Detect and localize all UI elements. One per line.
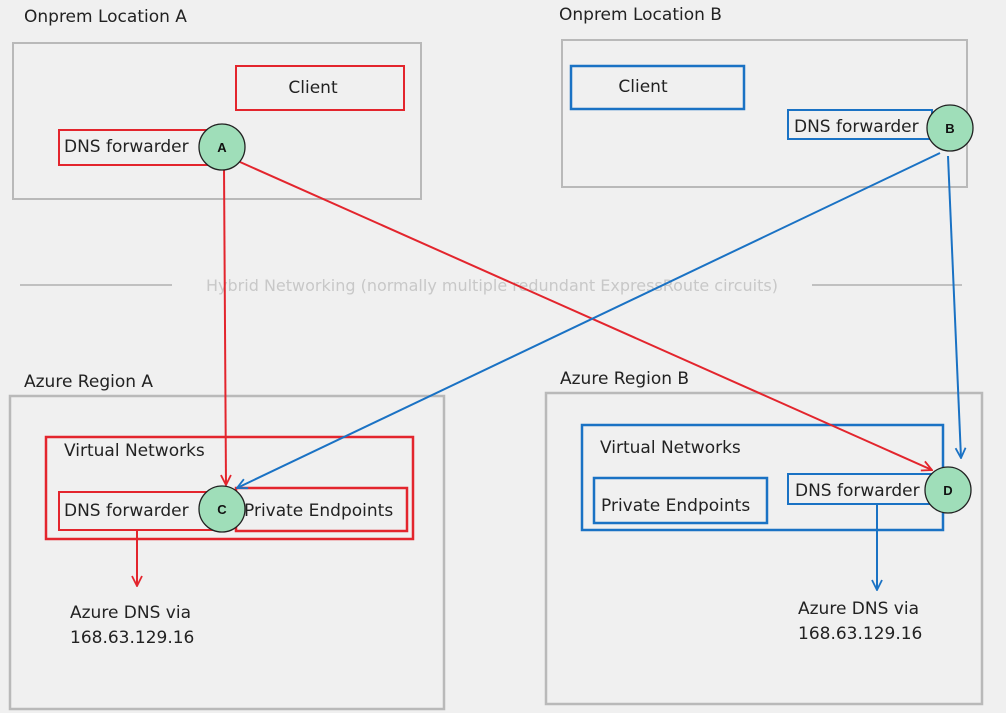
onprem-a-client-box (235, 65, 405, 111)
node-a: A (198, 123, 246, 171)
region-title-onprem-b: Onprem Location B (559, 5, 722, 25)
node-c: C (198, 485, 246, 533)
onprem-b-container (561, 39, 968, 188)
arrow-b-to-d (947, 155, 961, 458)
arrow-a-to-d (239, 161, 932, 470)
azure-b-private-endpoints-label: Private Endpoints (601, 496, 750, 516)
node-d-label: D (943, 483, 952, 498)
azure-a-azure-dns-line2: 168.63.129.16 (70, 628, 194, 648)
onprem-b-client-label: Client (618, 77, 668, 97)
azure-b-azure-dns-line1: Azure DNS via (798, 599, 919, 619)
azure-b-dns-forwarder-label: DNS forwarder (795, 481, 920, 501)
onprem-a-dns-forwarder-label: DNS forwarder (64, 137, 189, 157)
azure-a-azure-dns-line1: Azure DNS via (70, 603, 191, 623)
onprem-a-container (12, 42, 422, 200)
region-title-onprem-a: Onprem Location A (24, 7, 187, 27)
azure-a-private-endpoints-label: Private Endpoints (244, 501, 393, 521)
region-title-azure-a: Azure Region A (24, 372, 153, 392)
node-d: D (924, 466, 972, 514)
onprem-b-client-box (569, 64, 746, 111)
region-title-azure-b: Azure Region B (560, 369, 689, 389)
node-a-label: A (217, 140, 227, 155)
azure-a-vnet-label: Virtual Networks (64, 441, 205, 461)
azure-a-dns-forwarder-label: DNS forwarder (64, 501, 189, 521)
azure-b-vnet-label: Virtual Networks (600, 438, 741, 458)
onprem-b-dns-forwarder-label: DNS forwarder (794, 117, 919, 137)
arrow-a-to-c (224, 167, 226, 485)
node-c-label: C (217, 502, 227, 517)
azure-a-vnet-box (44, 435, 415, 541)
azure-b-azure-dns-line2: 168.63.129.16 (798, 624, 922, 644)
azure-b-container (544, 391, 984, 706)
node-b: B (926, 104, 974, 152)
azure-a-container (8, 394, 446, 711)
node-b-label: B (945, 121, 954, 136)
arrow-b-to-c (237, 152, 941, 488)
onprem-a-client-label: Client (288, 78, 338, 98)
hybrid-networking-label: Hybrid Networking (normally multiple red… (206, 276, 778, 295)
azure-b-private-endpoints-box (592, 476, 769, 525)
